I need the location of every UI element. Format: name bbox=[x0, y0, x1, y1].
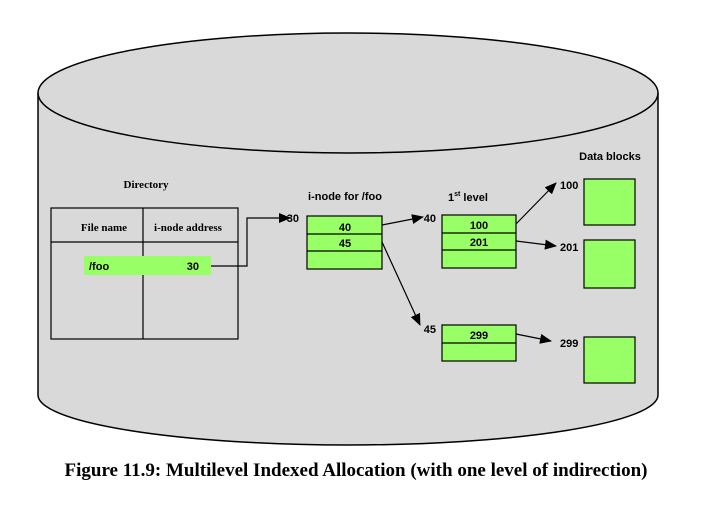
first-level-title: 1st level bbox=[448, 191, 488, 204]
disk-cylinder-top bbox=[37, 32, 659, 154]
data-block-2 bbox=[583, 239, 636, 289]
inode-title: i-node for /foo bbox=[308, 191, 382, 203]
column-header-file-name: File name bbox=[81, 222, 127, 234]
arrow-block-a-to-data-201 bbox=[515, 239, 557, 250]
data-blocks-title: Data blocks bbox=[579, 151, 641, 163]
data-block-3-address: 299 bbox=[560, 338, 578, 350]
directory-title: Directory bbox=[124, 179, 169, 191]
arrow-block-a-to-data-100 bbox=[515, 182, 557, 225]
first-level-block-a-address: 40 bbox=[424, 213, 436, 225]
directory-entry-name: /foo bbox=[89, 261, 109, 273]
data-block-1-address: 100 bbox=[560, 180, 578, 192]
first-level-block-a-entry-2: 201 bbox=[470, 237, 488, 249]
inode-pointer-1: 40 bbox=[339, 222, 351, 234]
first-level-block-b bbox=[441, 324, 517, 362]
directory-table bbox=[50, 207, 239, 340]
first-level-block-a-entry-1: 100 bbox=[470, 220, 488, 232]
arrow-block-b-to-data-299 bbox=[515, 333, 552, 344]
first-level-block-b-address: 45 bbox=[424, 324, 436, 336]
arrow-inode-to-block-45 bbox=[381, 241, 421, 326]
directory-entry-highlight bbox=[84, 256, 211, 275]
inode-address-label: 30 bbox=[287, 213, 299, 225]
inode-pointer-2: 45 bbox=[339, 238, 351, 250]
first-level-block-b-entry-1: 299 bbox=[470, 330, 488, 342]
data-block-3 bbox=[583, 336, 636, 384]
figure-caption: Figure 11.9: Multilevel Indexed Allocati… bbox=[64, 460, 648, 481]
column-header-inode-address: i-node address bbox=[154, 222, 223, 234]
arrow-inode-to-block-40 bbox=[381, 214, 424, 226]
data-block-2-address: 201 bbox=[560, 242, 578, 254]
directory-entry-address: 30 bbox=[187, 261, 199, 273]
arrow-directory-to-inode bbox=[211, 213, 291, 267]
data-block-1 bbox=[583, 178, 636, 226]
